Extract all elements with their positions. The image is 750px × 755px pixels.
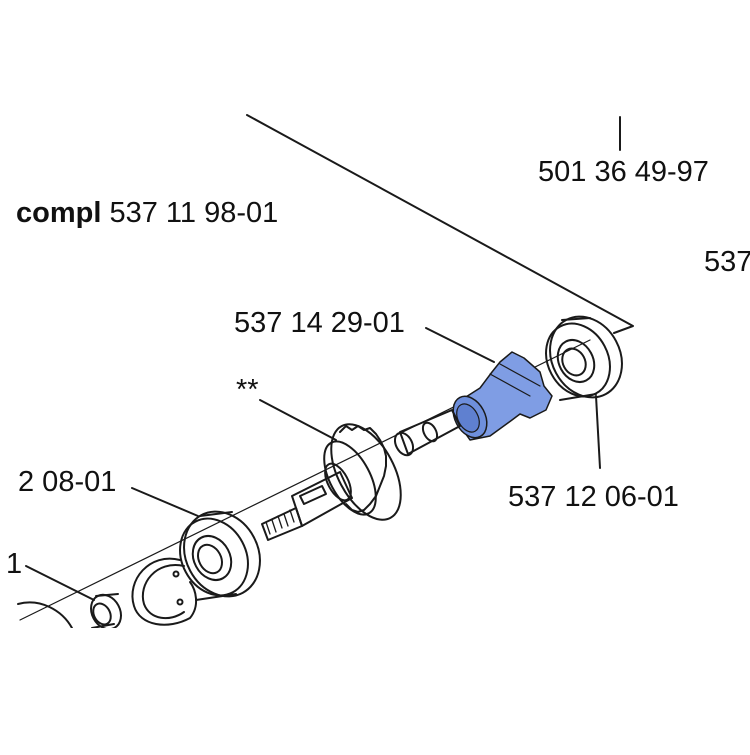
label-top-part: 501 36 49-97 bbox=[538, 156, 709, 188]
housing-edge-line bbox=[246, 114, 634, 334]
shaft-threaded bbox=[261, 471, 353, 541]
label-assembly-word: compl bbox=[16, 197, 102, 229]
crop-mask bbox=[0, 628, 750, 750]
leader-edge bbox=[25, 565, 95, 601]
shaft-middle bbox=[393, 409, 461, 457]
small-bushing bbox=[90, 593, 122, 631]
bearing-right bbox=[545, 315, 623, 401]
leader-bearing-right bbox=[595, 395, 601, 469]
retaining-ring bbox=[131, 557, 197, 626]
label-assembly-number: 537 11 98-01 bbox=[109, 197, 279, 229]
drive-sleeve-highlighted bbox=[452, 351, 553, 441]
bearing-left bbox=[179, 510, 261, 601]
bevel-gear bbox=[323, 423, 402, 521]
leader-bearing-left bbox=[131, 487, 199, 517]
leader-sleeve bbox=[425, 327, 495, 363]
label-gear-mark: ** bbox=[236, 374, 259, 406]
label-bearing-left-part: 2 08-01 bbox=[18, 466, 117, 498]
label-right-cut-part: 537 bbox=[704, 246, 750, 278]
label-assembly: compl 537 11 98-01 bbox=[16, 197, 278, 230]
label-bearing-right-part: 537 12 06-01 bbox=[508, 481, 679, 513]
label-sleeve-part: 537 14 29-01 bbox=[234, 307, 405, 339]
leader-gear bbox=[259, 399, 337, 441]
label-edge-part: 1 bbox=[6, 548, 23, 580]
left-edge-disc bbox=[17, 601, 73, 629]
